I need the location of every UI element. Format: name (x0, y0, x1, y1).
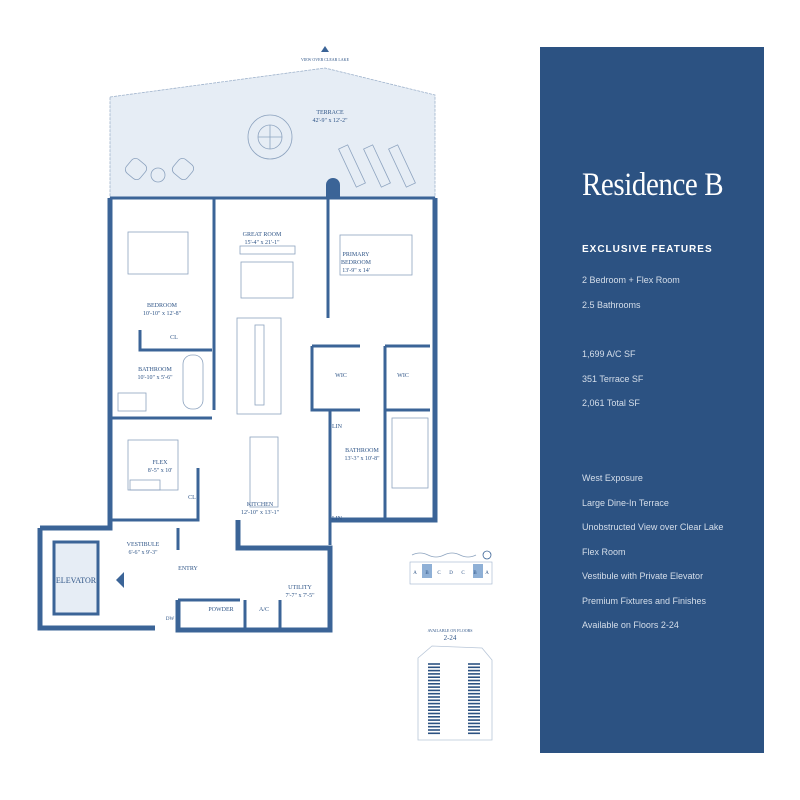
elevator-label: ELEVATOR (56, 576, 97, 585)
floors-label: AVAILABLE ON FLOORS (428, 628, 473, 633)
entry-label: ENTRY (178, 566, 198, 572)
feature-bullet: Unobstructed View over Clear Lake (582, 522, 724, 532)
vestibule-dims: 6'-6" x 9'-3" (128, 550, 158, 556)
feature-bullet: West Exposure (582, 473, 643, 483)
floors-value: 2-24 (444, 634, 457, 642)
primary-bedroom-label: PRIMARY (342, 252, 370, 258)
great-room-label: GREAT ROOM (243, 232, 282, 238)
utility-label: UTILITY (288, 585, 312, 591)
key-plan-unit: C (437, 571, 441, 576)
wic-label: WIC (335, 373, 347, 379)
wic-label-2: WIC (397, 373, 409, 379)
kitchen-dims: 12'-10" x 13'-1" (241, 510, 280, 516)
bathroom-dims: 10'-10" x 5'-6" (137, 375, 173, 381)
bedrooms-spec: 2 Bedroom + Flex Room (582, 275, 680, 285)
elevator-arrow-icon (116, 572, 124, 588)
furniture (52, 231, 429, 616)
linen-label-2: LIN (332, 516, 343, 522)
bathroom-label: BATHROOM (138, 367, 172, 373)
feature-bullet: Available on Floors 2-24 (582, 620, 679, 630)
terrace-label: TERRACE (316, 110, 344, 116)
great-room-dims: 15'-4" x 21'-1" (244, 240, 280, 246)
key-plan-unit: A (485, 571, 489, 576)
total-sf-spec: 2,061 Total SF (582, 398, 640, 408)
powder-label: POWDER (208, 607, 233, 613)
ac-sf-spec: 1,699 A/C SF (582, 349, 636, 359)
bathroom-2-label: BATHROOM (345, 448, 379, 454)
terrace-area (109, 67, 436, 199)
utility-dims: 7'-7" x 7'-5" (285, 593, 315, 599)
terrace-sf-spec: 351 Terrace SF (582, 374, 644, 384)
feature-bullet: Vestibule with Private Elevator (582, 571, 704, 581)
view-label: VIEW OVER CLEAR LAKE (301, 57, 350, 62)
flex-label: FLEX (153, 460, 169, 466)
dw-label: DW (166, 617, 175, 622)
ac-label: A/C (259, 607, 269, 613)
floor-plan: VIEW OVER CLEAR LAKE (37, 46, 493, 741)
key-plan-unit: B (425, 571, 429, 576)
primary-bedroom-label-2: BEDROOM (341, 260, 372, 266)
dining-table-icon (247, 114, 293, 160)
feature-bullet: Large Dine-In Terrace (582, 497, 669, 508)
key-plan-unit: D (449, 571, 453, 576)
terrace-dims: 42'-9" x 12'-2" (312, 118, 348, 124)
primary-bedroom-dims: 13'-9" x 14' (342, 268, 370, 274)
closet-label-2: CL (188, 495, 196, 501)
north-arrow-icon (321, 46, 329, 52)
bathroom-2-dims: 13'-3" x 10'-8" (344, 456, 380, 462)
walls (37, 196, 438, 633)
feature-bullet: Flex Room (582, 546, 626, 557)
bedroom-dims: 10'-10" x 12'-8" (143, 311, 182, 317)
kitchen-label: KITCHEN (247, 502, 274, 508)
building-illustration (417, 645, 493, 741)
vestibule-label: VESTIBULE (127, 542, 160, 548)
features-heading: EXCLUSIVE FEATURES (582, 244, 713, 255)
closet-label: CL (170, 335, 178, 341)
flex-dims: 8'-5" x 10' (148, 468, 173, 474)
key-plan-unit: B (473, 571, 477, 576)
bedroom-label: BEDROOM (147, 303, 178, 309)
feature-bullet: Premium Fixtures and Finishes (582, 595, 707, 606)
info-panel: Residence B EXCLUSIVE FEATURES 2 Bedroom… (540, 47, 764, 753)
linen-label: LIN (332, 424, 343, 430)
lounge-chairs-icon (124, 144, 416, 188)
key-plan-unit: A (413, 571, 417, 576)
key-plan-unit: C (461, 571, 465, 576)
residence-title: Residence B (582, 167, 724, 203)
bathrooms-spec: 2.5 Bathrooms (582, 300, 641, 310)
